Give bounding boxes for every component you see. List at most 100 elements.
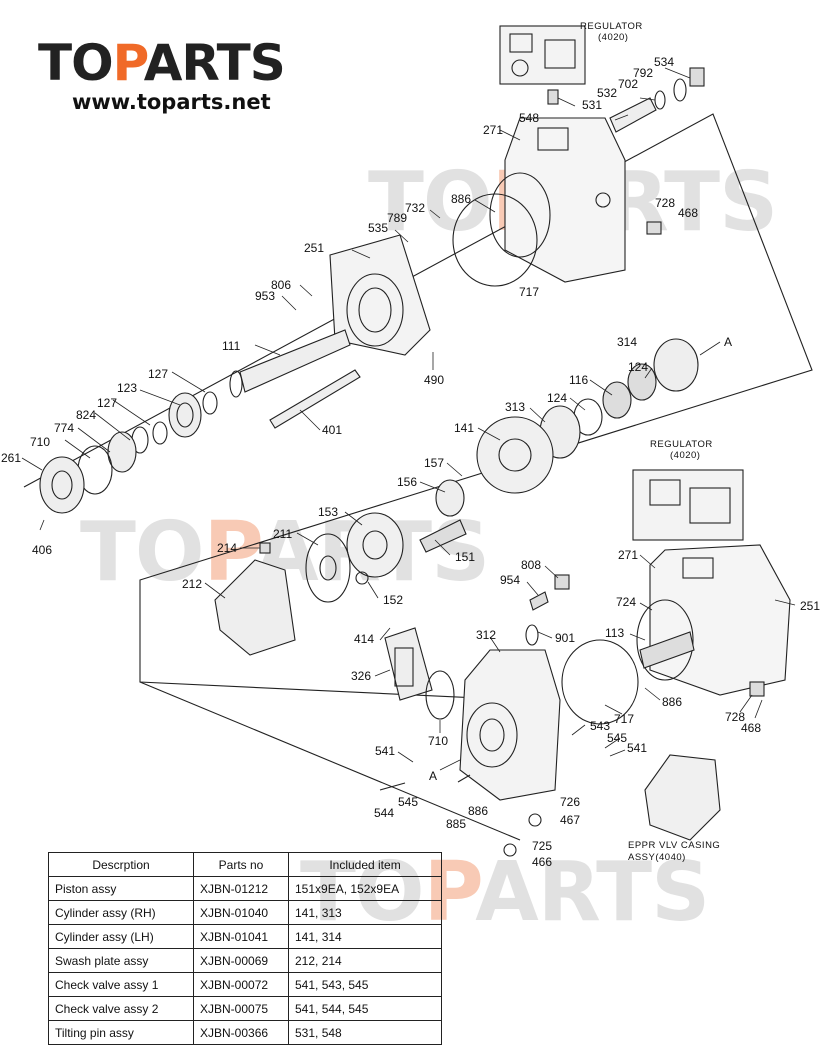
part-792: 792 xyxy=(633,66,653,80)
part-702: 702 xyxy=(618,77,638,91)
row-parts-no: XJBN-00069 xyxy=(193,948,289,973)
part-885: 885 xyxy=(446,817,466,831)
part-531: 531 xyxy=(582,98,602,112)
part-534: 534 xyxy=(654,55,674,69)
part-824: 824 xyxy=(76,408,96,422)
row-parts-no: XJBN-01040 xyxy=(193,900,289,925)
row-included-item: 151x9EA, 152x9EA xyxy=(288,876,442,901)
row-included-item: 212, 214 xyxy=(288,948,442,973)
part-271-right: 271 xyxy=(618,548,638,562)
row-included-item: 541, 544, 545 xyxy=(288,996,442,1021)
part-724: 724 xyxy=(616,595,636,609)
header-parts-no: Parts no xyxy=(193,852,289,877)
part-116: 116 xyxy=(569,373,588,387)
part-717-right: 717 xyxy=(614,712,634,726)
part-806: 806 xyxy=(271,278,291,292)
part-156: 156 xyxy=(397,475,417,489)
header-description: Descrption xyxy=(48,852,194,877)
table-header-row: Descrption Parts no Included item xyxy=(48,852,442,877)
part-127-b: 127 xyxy=(97,396,117,410)
part-808: 808 xyxy=(521,558,541,572)
part-710-center: 710 xyxy=(428,734,448,748)
part-312: 312 xyxy=(476,628,496,642)
part-124-a: 124 xyxy=(628,360,648,374)
row-parts-no: XJBN-00075 xyxy=(193,996,289,1021)
row-included-item: 141, 314 xyxy=(288,924,442,949)
row-description: Tilting pin assy xyxy=(48,1020,194,1045)
row-included-item: 541, 543, 545 xyxy=(288,972,442,997)
part-401: 401 xyxy=(322,423,342,437)
regulator-top-code: (4020) xyxy=(598,32,628,43)
part-414: 414 xyxy=(354,632,374,646)
part-111: 111 xyxy=(222,339,241,353)
part-886-right: 886 xyxy=(662,695,682,709)
part-141: 141 xyxy=(454,421,474,435)
eppr-label-line2: ASSY(4040) xyxy=(628,852,686,863)
part-313: 313 xyxy=(505,400,525,414)
part-468-right: 468 xyxy=(741,721,761,735)
part-789: 789 xyxy=(387,211,407,225)
row-parts-no: XJBN-00366 xyxy=(193,1020,289,1045)
row-description: Check valve assy 1 xyxy=(48,972,194,997)
part-467: 467 xyxy=(560,813,580,827)
part-954: 954 xyxy=(500,573,520,587)
part-732: 732 xyxy=(405,201,425,215)
parts-table: Descrption Parts no Included item Piston… xyxy=(48,852,442,1045)
brand-url[interactable]: www.toparts.net xyxy=(72,90,271,114)
part-728-right: 728 xyxy=(725,710,745,724)
part-212: 212 xyxy=(182,577,202,591)
part-326: 326 xyxy=(351,669,371,683)
part-725: 725 xyxy=(532,839,552,853)
part-152: 152 xyxy=(383,593,403,607)
part-532: 532 xyxy=(597,86,617,100)
row-description: Check valve assy 2 xyxy=(48,996,194,1021)
part-151: 151 xyxy=(455,550,475,564)
part-251-top: 251 xyxy=(304,241,324,255)
part-543: 543 xyxy=(590,719,610,733)
row-description: Piston assy xyxy=(48,876,194,901)
regulator-right-label: REGULATOR xyxy=(650,439,713,450)
row-included-item: 141, 313 xyxy=(288,900,442,925)
part-535: 535 xyxy=(368,221,388,235)
part-901: 901 xyxy=(555,631,575,645)
header-included-item: Included item xyxy=(288,852,442,877)
part-545-right: 545 xyxy=(607,731,627,745)
row-description: Swash plate assy xyxy=(48,948,194,973)
regulator-top-label: REGULATOR xyxy=(580,21,643,32)
part-123: 123 xyxy=(117,381,137,395)
part-886-bottom: 886 xyxy=(468,804,488,818)
part-406: 406 xyxy=(32,543,52,557)
row-description: Cylinder assy (RH) xyxy=(48,900,194,925)
row-description: Cylinder assy (LH) xyxy=(48,924,194,949)
part-726: 726 xyxy=(560,795,580,809)
part-545-left: 545 xyxy=(398,795,418,809)
part-490: 490 xyxy=(424,373,444,387)
part-113: 113 xyxy=(605,626,624,640)
part-886-top: 886 xyxy=(451,192,471,206)
part-710-left: 710 xyxy=(30,435,50,449)
part-157: 157 xyxy=(424,456,444,470)
part-953: 953 xyxy=(255,289,275,303)
part-544: 544 xyxy=(374,806,394,820)
part-717-top: 717 xyxy=(519,285,539,299)
part-124-b: 124 xyxy=(547,391,567,405)
regulator-right-code: (4020) xyxy=(670,450,700,461)
part-271-top: 271 xyxy=(483,123,503,137)
part-127-a: 127 xyxy=(148,367,168,381)
part-466: 466 xyxy=(532,855,552,869)
part-541-right: 541 xyxy=(627,741,647,755)
part-153: 153 xyxy=(318,505,338,519)
part-548: 548 xyxy=(519,111,539,125)
row-included-item: 531, 548 xyxy=(288,1020,442,1045)
part-314: 314 xyxy=(617,335,637,349)
part-251-right: 251 xyxy=(800,599,820,613)
part-A-right: A xyxy=(724,335,732,349)
